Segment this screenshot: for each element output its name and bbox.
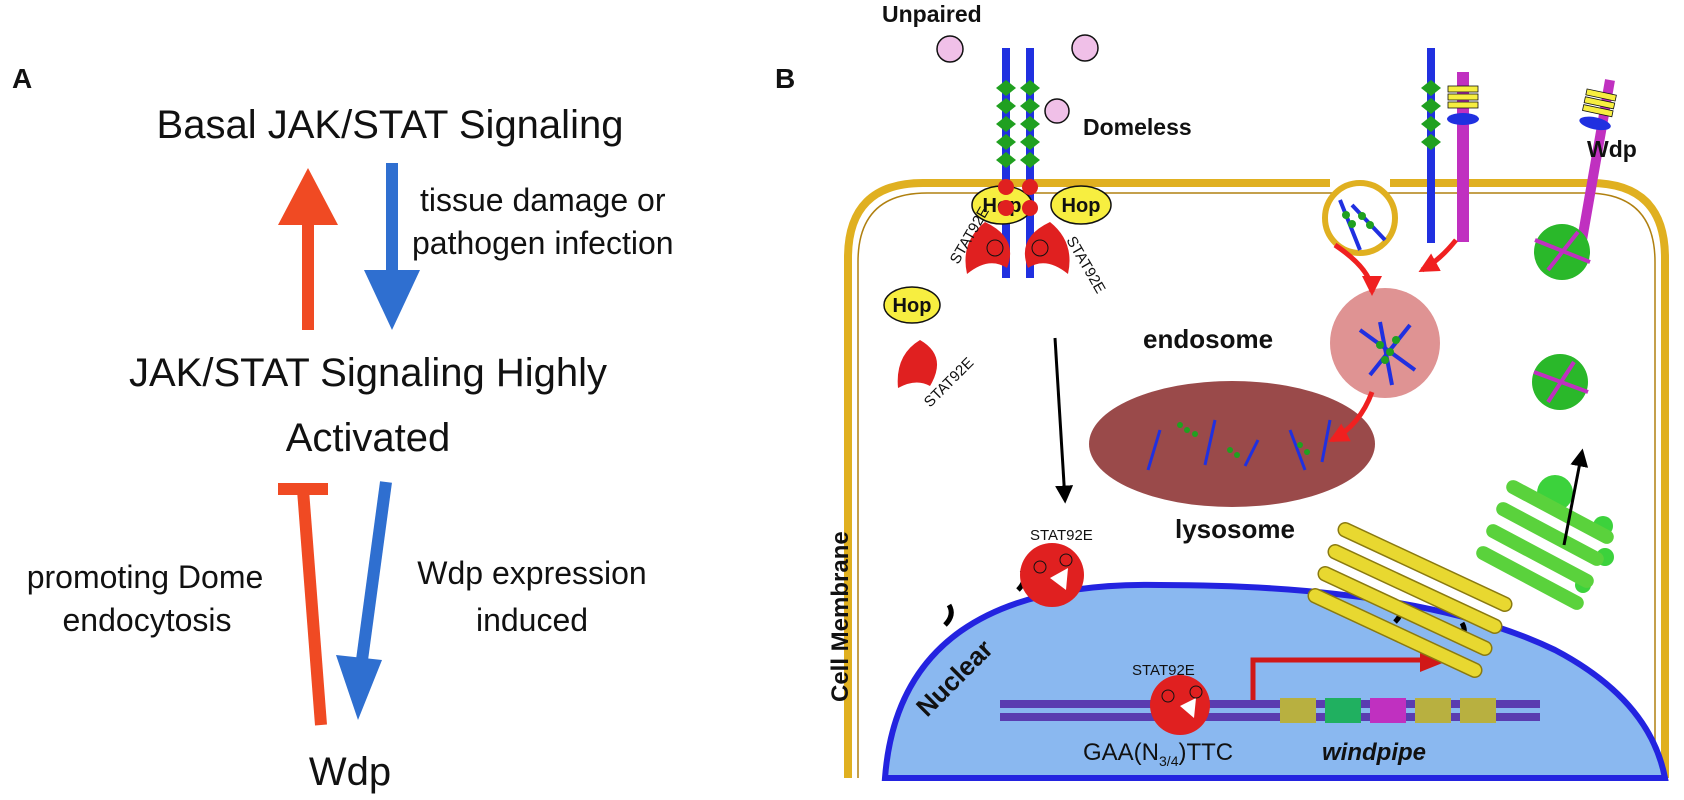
promoter-label: GAA(N3/4)TTC xyxy=(1083,739,1233,769)
domeless-label: Domeless xyxy=(1083,114,1192,140)
inhibition-arrow xyxy=(278,483,328,726)
endocytic-pit xyxy=(1322,170,1398,256)
dna-strands xyxy=(1000,698,1540,723)
highly-activated-label-line1: JAK/STAT Signaling Highly xyxy=(129,351,607,395)
cell-membrane-label: Cell Membrane xyxy=(827,531,854,702)
panel-b-label: B xyxy=(775,63,795,94)
basal-signaling-label: Basal JAK/STAT Signaling xyxy=(157,103,624,147)
nuclear-translocation-arrow xyxy=(1053,337,1074,504)
wdp-label-b: Wdp xyxy=(1587,136,1637,162)
receptor-phospho xyxy=(998,179,1038,216)
endosome xyxy=(1330,288,1440,398)
trafficking-arrow xyxy=(1418,238,1458,273)
golgi-apparatus xyxy=(1476,480,1614,610)
panel-a-label: A xyxy=(12,63,32,94)
unpaired-ligand xyxy=(936,35,964,63)
cell-membrane xyxy=(844,179,1669,778)
restore-arrow xyxy=(278,168,338,330)
unpaired-ligand xyxy=(1071,34,1099,62)
wdp-expression-label: Wdp expression xyxy=(417,555,646,591)
unpaired-label: Unpaired xyxy=(882,1,982,27)
svg-text:Hop: Hop xyxy=(893,295,932,317)
induction-arrow xyxy=(336,481,392,720)
stat-dimer-dna: STAT92E xyxy=(1132,662,1210,735)
highly-activated-label-line2: Activated xyxy=(286,416,451,460)
gene-segment xyxy=(1325,698,1361,723)
panel-b: B xyxy=(775,1,1669,781)
endoplasmic-reticulum xyxy=(1307,522,1513,678)
gene-segment xyxy=(1460,698,1496,723)
pathogen-infection-label: pathogen infection xyxy=(412,225,674,261)
gene-label: windpipe xyxy=(1322,739,1426,766)
domeless-receptor xyxy=(996,48,1040,278)
wdp-receptor xyxy=(1577,79,1617,241)
tissue-damage-label: tissue damage or xyxy=(420,182,666,218)
trafficking-arrow xyxy=(1328,391,1375,443)
domeless-wdp-complex xyxy=(1421,48,1479,243)
svg-text:STAT92E: STAT92E xyxy=(1132,662,1195,679)
hop-kinase: Hop xyxy=(1050,185,1112,225)
lysosome xyxy=(1089,381,1375,507)
unpaired-ligand xyxy=(1044,98,1070,124)
nucleus xyxy=(881,581,1669,781)
trafficking-arrow xyxy=(1333,242,1382,296)
svg-text:STAT92E: STAT92E xyxy=(1030,527,1093,544)
gene-segment xyxy=(1415,698,1451,723)
endocytosis-label: endocytosis xyxy=(63,602,232,638)
svg-text:STAT92E: STAT92E xyxy=(1063,234,1109,297)
stat-dimer-cytoplasm: STAT92E xyxy=(1020,527,1093,607)
panel-a: A Basal JAK/STAT Signaling tissue damage… xyxy=(12,63,674,794)
stat-monomer: STAT92E xyxy=(897,340,977,411)
promoting-dome-label: promoting Dome xyxy=(27,559,264,595)
wdp-vesicle xyxy=(1532,354,1589,410)
activation-arrow xyxy=(364,163,420,330)
wdp-vesicle xyxy=(1534,224,1591,280)
induced-label: induced xyxy=(476,602,588,638)
hop-kinase-free: Hop xyxy=(883,286,941,324)
wdp-label-a: Wdp xyxy=(309,750,391,794)
svg-text:Hop: Hop xyxy=(1062,195,1101,217)
gene-segment xyxy=(1280,698,1316,723)
secretion-arrow xyxy=(1562,448,1589,546)
gene-segment xyxy=(1370,698,1406,723)
endosome-label: endosome xyxy=(1143,324,1273,354)
lysosome-label: lysosome xyxy=(1175,514,1295,544)
